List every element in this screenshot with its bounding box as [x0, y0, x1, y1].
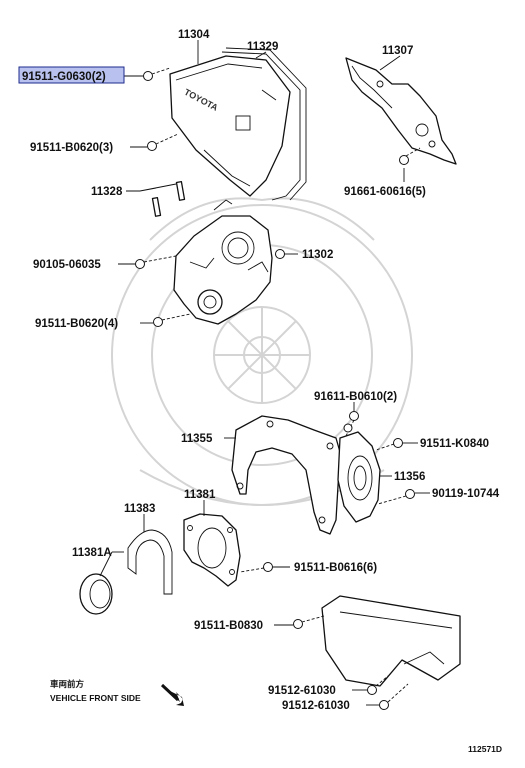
callout-11328[interactable]: 11328	[91, 186, 123, 198]
rear-plate	[231, 415, 341, 535]
timing-cover-no2: TOYOTA	[169, 55, 291, 197]
bolt-icon	[367, 675, 389, 695]
callout-91661-60616[interactable]: 91661-60616(5)	[344, 186, 426, 198]
bolt-icon	[343, 423, 353, 433]
timing-cover-no1	[173, 199, 273, 325]
callout-11329[interactable]: 11329	[247, 41, 278, 53]
callout-11355[interactable]: 11355	[181, 433, 213, 445]
bolt-icon	[293, 615, 325, 629]
callout-11302[interactable]: 11302	[302, 249, 333, 261]
callout-91611-b0610[interactable]: 91611-B0610(2)	[314, 391, 397, 403]
timing-cover-no3	[345, 57, 457, 165]
crankshaft-oil-seal	[79, 573, 113, 615]
callout-91512-61030-a[interactable]: 91512-61030	[268, 685, 336, 697]
guide-pins	[151, 180, 186, 217]
direction-japanese: 車両前方	[50, 679, 85, 689]
callout-91511-g0630[interactable]: 91511-G0630(2)	[22, 71, 106, 83]
direction-english: VEHICLE FRONT SIDE	[50, 693, 141, 703]
bolt-icon	[399, 147, 421, 165]
callout-91511-b0830[interactable]: 91511-B0830	[194, 620, 263, 632]
oil-pump-cover	[337, 431, 381, 523]
bolt-icon	[375, 438, 403, 451]
bolt-icon	[345, 411, 359, 437]
figure-id: 112571D	[468, 744, 502, 754]
callout-91511-b0620-4[interactable]: 91511-B0620(4)	[35, 318, 118, 330]
callout-11356[interactable]: 11356	[394, 471, 425, 483]
timing-cover-gasket	[221, 47, 307, 201]
bolt-icon	[147, 133, 179, 151]
arrow-shaft	[160, 683, 180, 702]
leader-lines	[99, 40, 430, 706]
highlight-box	[18, 66, 125, 84]
bolt-icon	[135, 255, 177, 269]
bolt-icon	[239, 562, 273, 573]
bolt-icon	[275, 249, 285, 259]
callout-91511-b0616[interactable]: 91511-B0616(6)	[294, 562, 377, 574]
oil-pan	[321, 595, 461, 687]
callout-90105-06035[interactable]: 90105-06035	[33, 259, 101, 271]
retainer-gasket	[127, 529, 173, 595]
arrow-down-right-icon	[164, 688, 184, 706]
bolt-icon	[143, 67, 171, 81]
bolt-icon	[379, 683, 409, 710]
callout-91511-k0840[interactable]: 91511-K0840	[420, 438, 489, 450]
vehicle-front-indicator: 車両前方 VEHICLE FRONT SIDE	[50, 679, 184, 706]
callout-91512-61030-b[interactable]: 91512-61030	[282, 700, 350, 712]
bolt-icon	[377, 489, 415, 505]
bolt-icon	[153, 313, 191, 327]
callout-11381a[interactable]: 11381A	[72, 547, 112, 559]
callout-91511-b0620-3[interactable]: 91511-B0620(3)	[30, 142, 113, 154]
callout-11381[interactable]: 11381	[184, 489, 216, 501]
callout-90119-10744[interactable]: 90119-10744	[432, 488, 500, 500]
callout-11304[interactable]: 11304	[178, 29, 210, 41]
callout-11307[interactable]: 11307	[382, 45, 413, 57]
callout-11383[interactable]: 11383	[124, 503, 155, 515]
callout-labels: 91511-G0630(2) 11304 11329 11307 91511-B…	[18, 29, 500, 712]
oil-seal-retainer	[183, 513, 241, 587]
bolt-icons	[135, 67, 421, 710]
